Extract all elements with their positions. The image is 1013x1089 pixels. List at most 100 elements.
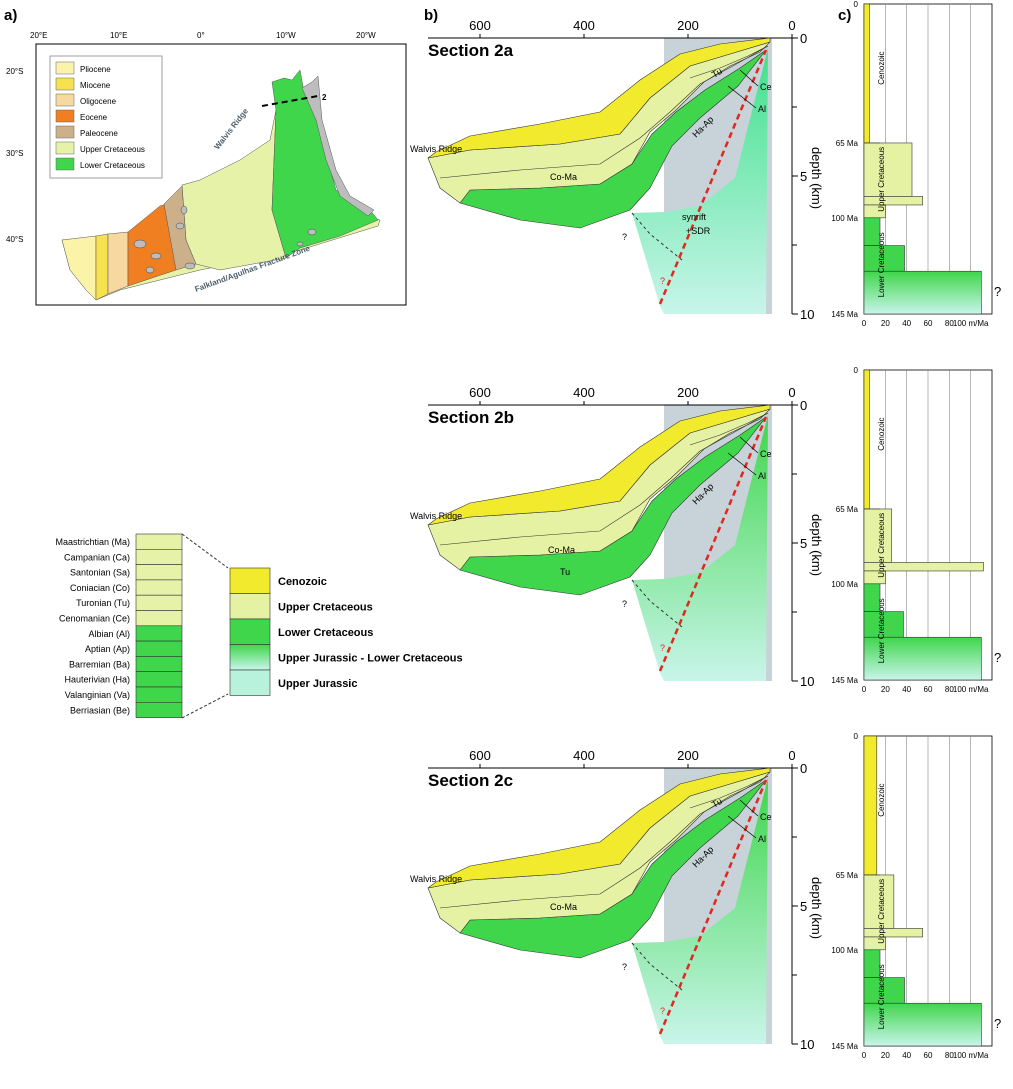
rate-y-tick-label: 0	[854, 366, 859, 375]
rate-y-tick-label: 65 Ma	[836, 139, 859, 148]
map-legend-swatch	[55, 93, 75, 107]
cenozoic-layer	[427, 404, 771, 526]
rate-bar	[863, 977, 905, 1004]
rate-x-tick-label: 0	[862, 685, 867, 694]
stage-label: Cenomanian (Ce)	[59, 614, 130, 624]
basement-dashed-line	[631, 942, 683, 991]
rate-question-mark: ?	[994, 1016, 1001, 1031]
x-tick-label: 0	[788, 748, 795, 763]
section-title: Section 2b	[428, 408, 514, 427]
walvis-ridge-label: Walvis Ridge	[410, 144, 462, 154]
question-mark-red: ?	[660, 1006, 665, 1016]
unit-swatch	[229, 618, 271, 645]
stage-swatch	[135, 594, 183, 611]
depth-tick-label: 10	[800, 1037, 814, 1052]
rate-bar	[863, 562, 984, 572]
rate-x-tick-label: 80	[945, 1051, 954, 1060]
depth-axis-label: depth (km)	[809, 147, 824, 209]
unit-legend-label: Cenozoic	[278, 576, 327, 588]
walvis-ridge-label: Walvis Ridge	[410, 874, 462, 884]
map-legend-label: Oligocene	[80, 97, 117, 106]
stage-swatch	[135, 701, 183, 718]
unit-label: synrift	[682, 212, 707, 222]
x-tick-label: 400	[573, 18, 595, 33]
rate-period-label: Lower Cretaceous	[877, 598, 886, 663]
rate-y-tick-label: 65 Ma	[836, 871, 859, 880]
map-legend-swatch	[55, 141, 75, 155]
unit-label: +SDR	[686, 226, 711, 236]
map-legend-label: Eocene	[80, 113, 108, 122]
x-tick-label: 200	[677, 748, 699, 763]
section-title: Section 2c	[428, 771, 513, 790]
stage-label: Coniacian (Co)	[70, 583, 130, 593]
stage-swatch	[135, 656, 183, 673]
rate-y-tick-label: 100 Ma	[831, 214, 858, 223]
rate-bar	[863, 874, 895, 929]
rate-period-label: Lower Cretaceous	[877, 964, 886, 1029]
rate-y-tick-label: 145 Ma	[831, 1042, 858, 1051]
cenozoic-layer	[427, 767, 771, 889]
stage-swatch	[135, 548, 183, 565]
unit-label: Ce	[760, 812, 772, 822]
stage-swatch	[135, 579, 183, 596]
stage-label: Santonian (Sa)	[70, 568, 130, 578]
rate-question-mark: ?	[994, 284, 1001, 299]
rate-bar	[863, 369, 870, 510]
rate-bar	[863, 636, 982, 681]
basement-dashed-line	[631, 212, 683, 261]
rate-period-label: Cenozoic	[877, 783, 886, 816]
x-tick-label: 0	[788, 385, 795, 400]
rate-x-tick-label: 60	[924, 685, 933, 694]
unit-legend-label: Upper Jurassic - Lower Cretaceous	[278, 653, 463, 665]
legend-connector	[181, 693, 229, 719]
callout-line	[727, 815, 757, 839]
stage-label: Hauterivian (Ha)	[64, 675, 130, 685]
unit-label: Co-Ma	[550, 172, 577, 182]
stage-label: Valanginian (Va)	[65, 690, 130, 700]
depth-axis-label: depth (km)	[809, 514, 824, 576]
question-mark-red: ?	[660, 643, 665, 653]
map-legend-swatch	[55, 77, 75, 91]
map-legend: PlioceneMioceneOligoceneEocenePaleoceneU…	[55, 61, 145, 171]
map-legend-swatch	[55, 125, 75, 139]
unit-label: Tu	[710, 66, 724, 80]
rate-y-tick-label: 65 Ma	[836, 505, 859, 514]
unit-swatch	[229, 644, 271, 671]
stage-swatch	[135, 625, 183, 642]
depth-axis-label: depth (km)	[809, 877, 824, 939]
map-seamounts	[133, 205, 317, 274]
rate-x-tick-label: 20	[881, 685, 890, 694]
depth-tick-label: 10	[800, 307, 814, 322]
panel-b-label: b)	[424, 7, 438, 24]
rate-period-label: Cenozoic	[877, 417, 886, 450]
fault-line	[658, 779, 768, 1035]
lon-label-3: 0°	[197, 31, 205, 40]
stage-swatch	[135, 686, 183, 703]
rate-question-mark: ?	[994, 650, 1001, 665]
section-number: 2	[322, 93, 327, 102]
rate-bar	[863, 270, 982, 315]
panel-c-label: c)	[838, 7, 851, 24]
x-tick-label: 600	[469, 748, 491, 763]
rate-bar	[863, 508, 893, 563]
horizon-line	[689, 775, 769, 809]
rate-y-tick-label: 0	[854, 0, 859, 9]
rate-x-tick-label: 80	[945, 319, 954, 328]
basement-dashed-line	[631, 579, 683, 628]
lat-label-3: 40°S	[6, 235, 23, 244]
legend-connector	[181, 533, 229, 569]
lat-label-1: 20°S	[6, 67, 23, 76]
rate-x-tick-label: 0	[862, 1051, 867, 1060]
rate-x-tick-label: 100 m/Ma	[953, 319, 989, 328]
rate-y-tick-label: 0	[854, 732, 859, 741]
unit-label: Al	[758, 834, 766, 844]
rate-period-label: Upper Cretaceous	[877, 513, 886, 578]
rate-bar	[863, 3, 870, 144]
unit-swatch	[229, 669, 271, 696]
rate-x-tick-label: 40	[902, 1051, 911, 1060]
stage-swatch	[135, 533, 183, 550]
question-mark: ?	[622, 599, 627, 609]
question-mark: ?	[622, 232, 627, 242]
